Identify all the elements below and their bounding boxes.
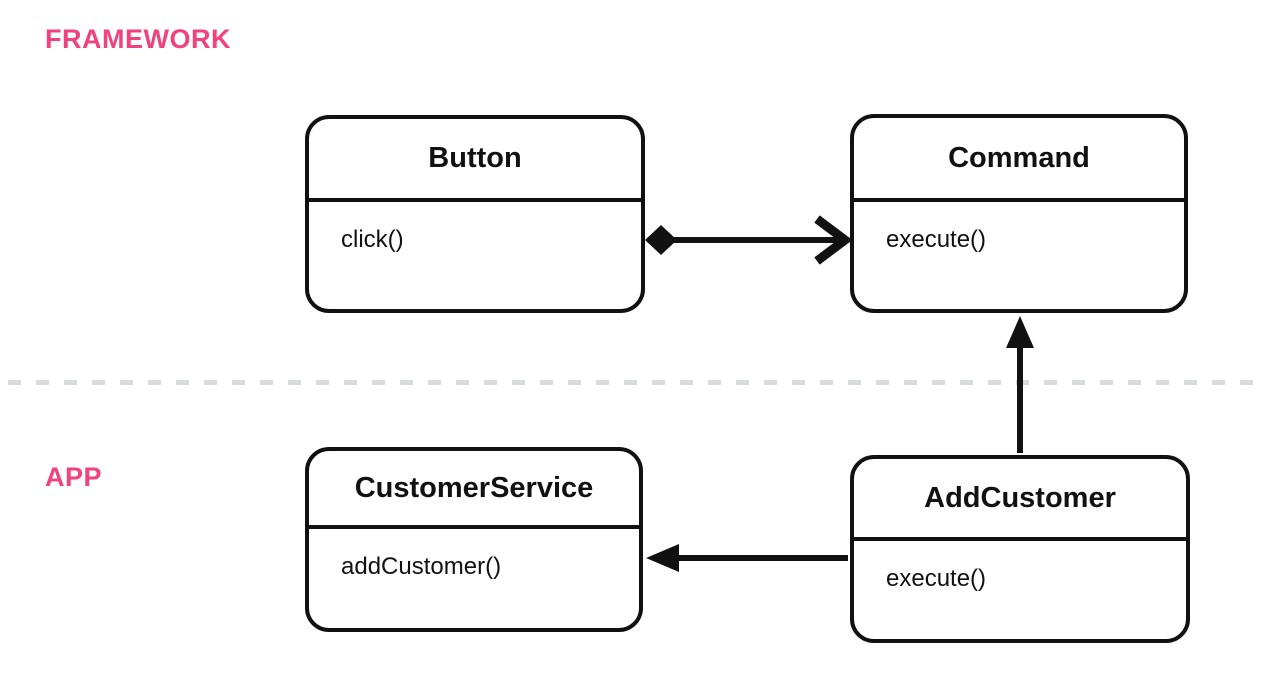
class-box-customer-service: CustomerService addCustomer() — [305, 447, 643, 632]
app-section-label: APP — [45, 462, 103, 492]
framework-section-label: FRAMEWORK — [45, 24, 231, 54]
class-name-add-customer: AddCustomer — [854, 459, 1186, 541]
composition-arrow-button-to-command — [645, 215, 853, 265]
class-name-customer-service: CustomerService — [309, 451, 639, 529]
filled-diamond-icon — [645, 225, 677, 255]
arrow-add-customer-to-customer-service — [646, 544, 848, 572]
class-method-execute-2: execute() — [886, 565, 987, 592]
filled-arrowhead-icon — [646, 544, 679, 572]
class-method-click: click() — [341, 226, 404, 253]
class-method-add-customer: addCustomer() — [341, 553, 502, 580]
framework-app-divider-line — [8, 380, 1258, 385]
class-name-button: Button — [309, 119, 641, 202]
class-method-execute: execute() — [886, 226, 987, 253]
class-box-button: Button click() — [305, 115, 645, 313]
filled-arrowhead-icon — [1006, 316, 1034, 348]
class-box-add-customer: AddCustomer execute() — [850, 455, 1190, 643]
class-box-command: Command execute() — [850, 114, 1188, 313]
class-name-command: Command — [854, 118, 1184, 202]
open-arrowhead-icon — [814, 215, 853, 265]
